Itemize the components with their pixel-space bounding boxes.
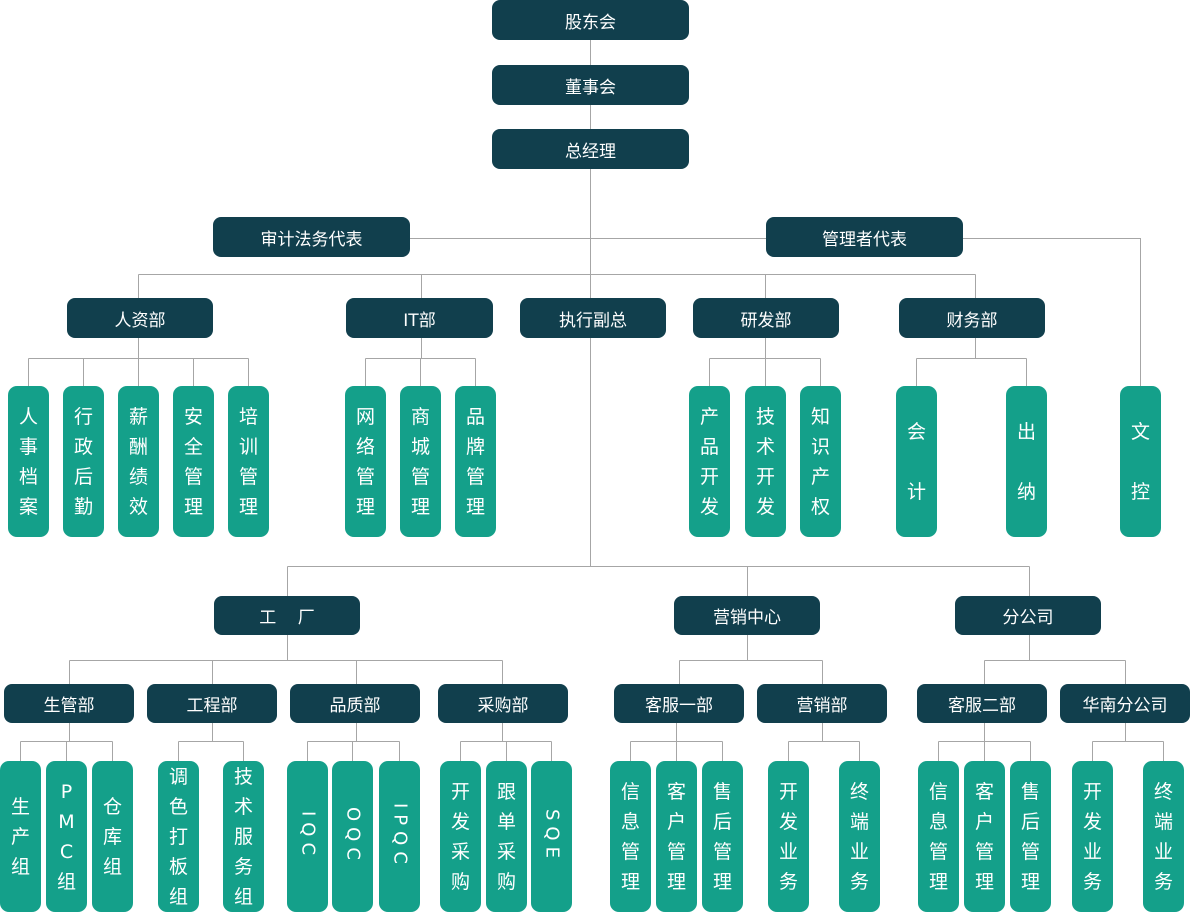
node-it-dept: IT部 [346,298,493,338]
node-sales-dept: 营销部 [757,684,887,723]
node-general-manager: 总经理 [492,129,689,169]
node-info-mgmt-1: 信息管理 [610,761,651,912]
node-dev-purchasing: 开发采购 [440,761,481,912]
node-label: 开发采购 [450,780,470,893]
node-tech-dev: 技术开发 [745,386,786,537]
node-sqe: SQE [531,761,572,912]
node-follow-purchasing: 跟单采购 [486,761,527,912]
node-hr-dept: 人资部 [67,298,213,338]
node-training-mgmt: 培训管理 [228,386,269,537]
node-pmc-team: PMC组 [46,761,87,912]
node-cs-dept-1: 客服一部 [614,684,744,723]
node-terminal-biz-1: 终端业务 [839,761,880,912]
node-tech-service-team: 技术服务组 [223,761,264,912]
node-label: SQE [541,809,563,864]
node-label: 售后管理 [1020,780,1040,893]
node-accounting: 会 计 [896,386,937,537]
node-oqc: OQC [332,761,373,912]
node-biz-dev-1: 开发业务 [768,761,809,912]
node-label: 信息管理 [620,780,640,893]
node-mall-mgmt: 商城管理 [400,386,441,537]
node-document-control: 文 控 [1120,386,1161,537]
node-terminal-biz-2: 终端业务 [1143,761,1184,912]
node-label: 技术服务组 [233,765,253,908]
node-biz-dev-2: 开发业务 [1072,761,1113,912]
node-label: 跟单采购 [496,780,516,893]
node-label: 售后管理 [712,780,732,893]
node-label: IPQC [389,803,411,870]
node-color-proofing-team: 调色打板组 [158,761,199,912]
node-after-sales-1: 售后管理 [702,761,743,912]
node-label: 终端业务 [1153,780,1173,893]
node-label: 开发业务 [1082,780,1102,893]
node-label: 客户管理 [974,780,994,893]
node-label: 仓库组 [102,795,122,878]
node-label: 品牌管理 [465,405,485,518]
node-label: 薪酬绩效 [128,405,148,518]
node-label: 终端业务 [849,780,869,893]
node-label: 行政后勤 [73,405,93,518]
node-label: 调色打板组 [168,765,188,908]
node-quality-dept: 品质部 [290,684,420,723]
node-audit-legal-rep: 审计法务代表 [213,217,410,257]
node-network-mgmt: 网络管理 [345,386,386,537]
node-info-mgmt-2: 信息管理 [918,761,959,912]
node-label: 信息管理 [928,780,948,893]
node-customer-mgmt-2: 客户管理 [964,761,1005,912]
node-finance-dept: 财务部 [899,298,1045,338]
node-label: 会 计 [906,420,926,503]
node-label: 知识产权 [810,405,830,518]
node-after-sales-2: 售后管理 [1010,761,1051,912]
node-label: 人事档案 [18,405,38,518]
node-ip: 知识产权 [800,386,841,537]
node-ipqc: IPQC [379,761,420,912]
node-purchasing-dept: 采购部 [438,684,568,723]
node-label: PMC组 [56,780,76,893]
node-hr-records: 人事档案 [8,386,49,537]
node-executive-vp: 执行副总 [520,298,666,338]
node-iqc: IQC [287,761,328,912]
node-south-china-branch: 华南分公司 [1060,684,1190,723]
node-production-team: 生产组 [0,761,41,912]
node-rd-dept: 研发部 [693,298,839,338]
node-label: 出 纳 [1016,420,1036,503]
node-label: 网络管理 [355,405,375,518]
node-label: IQC [297,811,319,862]
node-label: 开发业务 [778,780,798,893]
node-label: 技术开发 [755,405,775,518]
node-branch-company: 分公司 [955,596,1101,635]
node-label: 生产组 [10,795,30,878]
node-admin-logistics: 行政后勤 [63,386,104,537]
node-label: 文 控 [1130,420,1150,503]
node-brand-mgmt: 品牌管理 [455,386,496,537]
node-label: 培训管理 [238,405,258,518]
node-factory: 工 厂 [214,596,360,635]
node-safety-mgmt: 安全管理 [173,386,214,537]
node-management-rep: 管理者代表 [766,217,963,257]
node-board: 董事会 [492,65,689,105]
node-production-mgmt-dept: 生管部 [4,684,134,723]
node-label: 客户管理 [666,780,686,893]
node-label: 产品开发 [699,405,719,518]
node-customer-mgmt-1: 客户管理 [656,761,697,912]
node-compensation: 薪酬绩效 [118,386,159,537]
node-label: 安全管理 [183,405,203,518]
node-warehouse-team: 仓库组 [92,761,133,912]
node-marketing-center: 营销中心 [674,596,820,635]
node-cs-dept-2: 客服二部 [917,684,1047,723]
node-label: 商城管理 [410,405,430,518]
node-label: OQC [342,807,364,866]
node-cashier: 出 纳 [1006,386,1047,537]
node-product-dev: 产品开发 [689,386,730,537]
node-shareholders: 股东会 [492,0,689,40]
node-engineering-dept: 工程部 [147,684,277,723]
